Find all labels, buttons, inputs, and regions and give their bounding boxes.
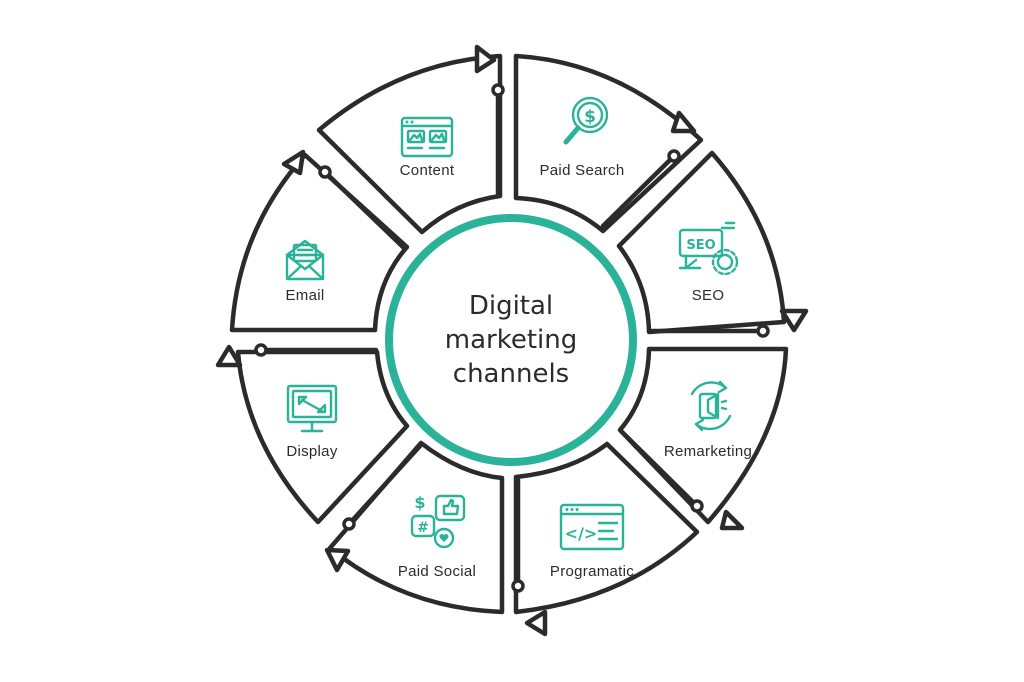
arrow-head-top [474, 44, 497, 74]
connector-email [322, 169, 408, 252]
arrow-head-left [215, 344, 243, 368]
connector-dot-display [254, 343, 268, 357]
segment-programatic[interactable] [513, 441, 700, 615]
connector-dot-seo [756, 324, 770, 338]
dollar-magnifier-icon: $ [563, 96, 609, 145]
seo-text: SEO [686, 238, 715, 253]
hash-symbol: # [417, 520, 429, 536]
arrow-head-right [779, 308, 809, 333]
connector-paid-social [346, 443, 423, 527]
connector-dot-paid-social [342, 517, 356, 531]
segment-email[interactable] [229, 152, 410, 333]
dollar-symbol: $ [584, 107, 596, 127]
center-title-line-1: Digital [469, 291, 553, 321]
center-title-line-2: marketing [445, 325, 577, 355]
monitor-icon [286, 384, 338, 433]
segment-paid-search[interactable] [513, 53, 704, 234]
center-circle [385, 214, 637, 466]
flow-arrows [215, 44, 809, 637]
connector-dot-remarketing [690, 499, 704, 513]
arrow-head-bottom-left [324, 547, 351, 573]
seo-gear-icon: SEO [678, 221, 739, 276]
connector-paid-search [600, 153, 677, 229]
arrow-head-top-left [281, 149, 306, 176]
connector-dot-email [318, 165, 332, 179]
code-window-icon: </> [559, 503, 625, 551]
segment-content[interactable] [316, 53, 503, 235]
label-paid-social: Paid Social [398, 563, 476, 580]
browser-window-icon [400, 116, 454, 158]
connector-dot-paid-search [667, 149, 681, 163]
dollar-symbol-social: $ [414, 493, 425, 512]
envelope-icon [285, 239, 325, 281]
connector-dot-content [491, 83, 505, 97]
arrow-head-bottom [524, 609, 548, 637]
connector-lines [254, 83, 770, 593]
center-title-line-3: channels [453, 359, 569, 389]
social-bubbles-icon: $ # [410, 493, 466, 549]
connector-remarketing [619, 429, 700, 509]
code-symbol: </> [565, 524, 598, 543]
label-programatic: Programatic [550, 563, 634, 580]
label-paid-search: Paid Search [539, 162, 624, 179]
label-email: Email [285, 287, 324, 304]
arrow-head-bottom-right [719, 509, 745, 531]
segment-remarketing[interactable] [617, 346, 789, 525]
label-remarketing: Remarketing [664, 443, 752, 460]
label-seo: SEO [692, 287, 725, 304]
segment-seo[interactable] [616, 150, 787, 335]
connector-dot-programatic [511, 579, 525, 593]
label-display: Display [286, 443, 337, 460]
label-content: Content [400, 162, 455, 179]
segment-display[interactable] [235, 349, 410, 525]
megaphone-cycle-icon [690, 380, 732, 432]
arrow-head-top-right [670, 110, 697, 134]
